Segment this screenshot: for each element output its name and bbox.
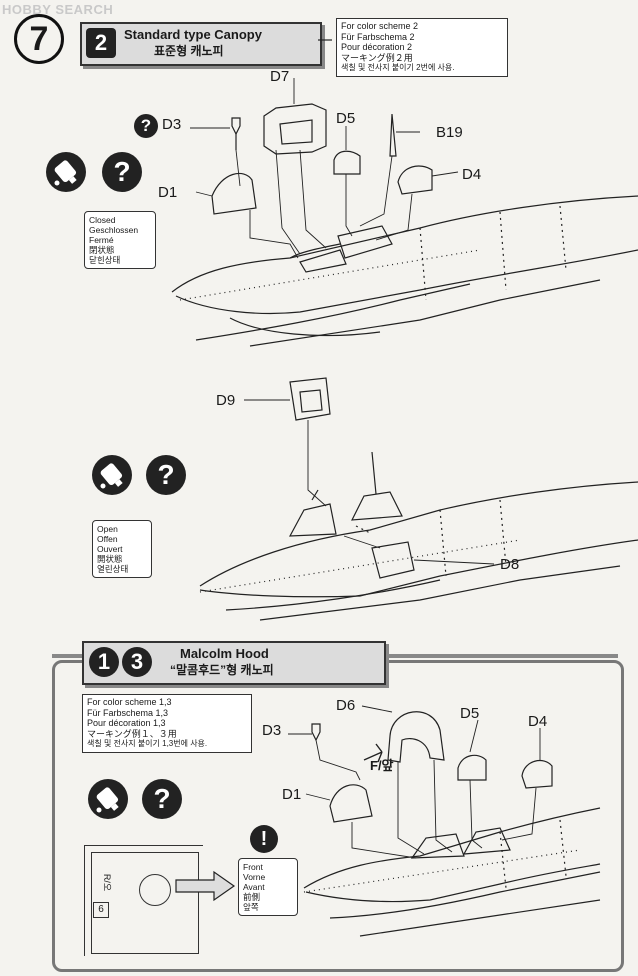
part-d8 <box>371 541 415 579</box>
part-label-d3-malcolm: D3 <box>262 722 282 739</box>
question-mark-icon: ? <box>102 152 142 192</box>
exclamation-icon: ! <box>250 825 278 853</box>
part-d5 <box>333 150 361 175</box>
part-b19 <box>389 113 397 157</box>
part-d4-malcolm <box>521 759 553 789</box>
leader-lines-malcolm <box>288 705 541 859</box>
direction-arrow <box>363 743 383 763</box>
malcolm-hood-title: Malcolm Hood <box>180 646 269 661</box>
closed-state-note: Closed Geschlossen Fermé 閉状態 닫힌상태 <box>84 211 156 269</box>
standard-scheme-note: For color scheme 2 Für Farbschema 2 Pour… <box>336 18 508 77</box>
detail-circle <box>139 874 171 906</box>
part-d1 <box>211 172 257 215</box>
detail-arrow <box>175 870 236 902</box>
part-label-d5-malcolm: D5 <box>460 705 480 722</box>
state-line: Offen <box>97 534 118 544</box>
note-line: 색칠 및 전사지 붙이기 2번에 사용. <box>341 63 455 72</box>
scheme-badge-1: 1 <box>89 647 119 677</box>
part-label-d4-malcolm: D4 <box>528 713 548 730</box>
part-d7-inner <box>279 119 313 145</box>
fuselage-open <box>199 451 638 621</box>
state-line: Avant <box>243 882 265 892</box>
state-line: 닫힌상태 <box>89 255 121 265</box>
state-line: Ouvert <box>97 544 123 554</box>
question-mark-icon: ? <box>146 455 186 495</box>
front-note: Front Vorne Avant 前側 앞쪽 <box>238 858 298 916</box>
part-label-d9: D9 <box>216 392 236 409</box>
detail-panel <box>91 852 199 954</box>
glue-tube-icon <box>96 787 119 813</box>
note-line: Für Farbschema 1,3 <box>87 707 169 718</box>
scheme-badge-2: 2 <box>86 28 116 58</box>
standard-canopy-title: Standard type Canopy <box>124 27 262 42</box>
note-line: Pour décoration 1,3 <box>87 718 166 728</box>
fuselage-closed <box>171 195 638 347</box>
note-line: 색칠 및 전사지 붙이기 1,3번에 사용. <box>87 739 208 748</box>
state-line: 前側 <box>243 892 261 902</box>
detail-sketch: R/오 6 <box>84 845 203 956</box>
part-label-d4: D4 <box>462 166 482 183</box>
malcolm-hood-title-ko: “말콤후드”형 캐노피 <box>170 663 274 677</box>
part-d1-malcolm <box>329 784 373 823</box>
part-d7 <box>263 103 327 155</box>
glue-tube-icon <box>92 455 132 495</box>
state-line: Open <box>97 524 118 534</box>
detail-number: 6 <box>93 902 109 918</box>
state-line: 열린상태 <box>97 564 129 574</box>
watermark: HOBBY SEARCH <box>2 2 114 17</box>
part-d4 <box>397 165 433 195</box>
note-line: マーキング例１、３用 <box>87 728 177 739</box>
part-label-d3: D3 <box>162 116 182 133</box>
state-line: Fermé <box>89 235 114 245</box>
part-label-d5: D5 <box>336 110 356 127</box>
state-line: Geschlossen <box>89 225 139 235</box>
question-mark-icon: ? <box>134 114 158 138</box>
state-line: Vorne <box>243 872 266 882</box>
state-line: 앞쪽 <box>243 902 259 912</box>
note-line: Für Farbschema 2 <box>341 31 415 42</box>
part-label-d1: D1 <box>158 184 178 201</box>
part-d6 <box>387 711 445 763</box>
note-line: マーキング例２用 <box>341 52 413 63</box>
standard-canopy-title-ko: 표준형 캐노피 <box>154 44 224 58</box>
malcolm-scheme-note: For color scheme 1,3 Für Farbschema 1,3 … <box>82 694 252 753</box>
question-mark-icon: ? <box>142 779 182 819</box>
malcolm-hood-banner: 1 3 Malcolm Hood “말콤후드”형 캐노피 <box>82 641 386 685</box>
note-line: For color scheme 1,3 <box>87 697 172 707</box>
direction-label: F/앞 <box>370 758 394 773</box>
part-label-d8: D8 <box>500 556 520 573</box>
glue-tube-icon <box>100 463 123 489</box>
part-label-d1-malcolm: D1 <box>282 786 302 803</box>
glue-tube-icon <box>88 779 128 819</box>
part-d9 <box>289 377 331 421</box>
leader-lines-open <box>244 399 495 565</box>
state-line: Front <box>243 862 263 872</box>
state-line: 開状態 <box>97 554 123 564</box>
leader-lines-closed <box>190 78 459 259</box>
glue-tube-icon <box>46 152 86 192</box>
standard-canopy-banner: 2 Standard type Canopy 표준형 캐노피 <box>80 22 322 66</box>
part-d5-malcolm <box>457 754 487 781</box>
part-label-d6: D6 <box>336 697 356 714</box>
glue-tube-icon <box>54 160 77 186</box>
fuselage-malcolm <box>303 807 601 937</box>
part-d3-top <box>231 117 241 150</box>
note-line: For color scheme 2 <box>341 21 419 31</box>
note-line: Pour décoration 2 <box>341 42 413 52</box>
part-label-d7: D7 <box>270 68 290 85</box>
state-line: 閉状態 <box>89 245 115 255</box>
open-state-note: Open Offen Ouvert 開状態 열린상태 <box>92 520 152 578</box>
part-d9-inner <box>299 389 323 413</box>
part-label-b19: B19 <box>436 124 463 141</box>
part-d3-malcolm <box>311 723 321 742</box>
state-line: Closed <box>89 215 116 225</box>
scheme-badge-3: 3 <box>122 647 152 677</box>
step-number: 7 <box>14 14 64 64</box>
